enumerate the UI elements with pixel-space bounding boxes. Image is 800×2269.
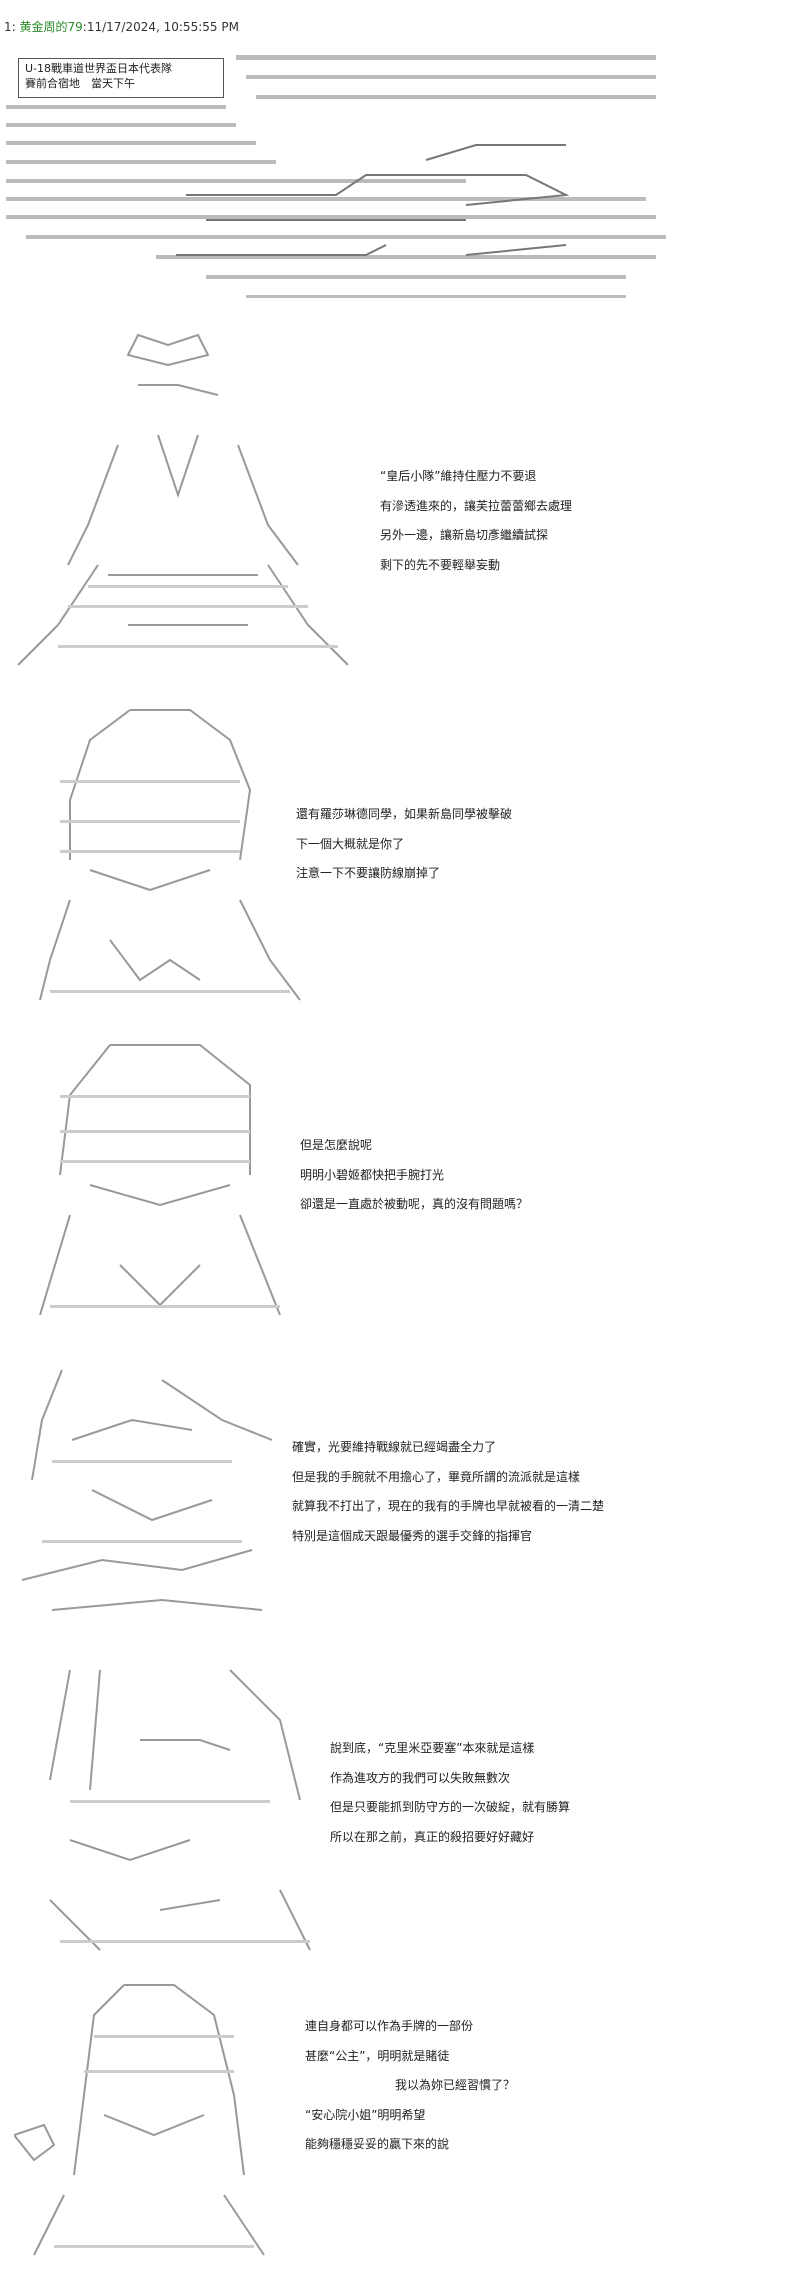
character-art-5 [40,1660,330,1960]
dialogue-line: 有滲透進來的，讓芙拉蕾蕾鄉去處理 [380,498,573,513]
character-art-3 [30,1035,300,1325]
dialogue-line: “安心院小姐”明明希望 [305,2107,426,2122]
scene-title-box: U-18戰車道世界盃日本代表隊 賽前合宿地 當天下午 [18,58,224,98]
dialogue-panel-6: 連自身都可以作為手牌的一部份 甚麼“公主”，明明就是賭徒 我以為妳已經習慣了？ … [305,2012,515,2160]
dialogue-panel-3: 但是怎麼說呢 明明小碧姬都快把手腕打光 卻還是一直處於被動呢，真的沒有問題嗎？ [300,1131,528,1220]
dialogue-line: 注意一下不要讓防線崩掉了 [296,866,441,880]
post-header: 1: 黄金周的79:11/17/2024, 10:55:55 PM [4,20,239,34]
dialogue-line: 甚麼“公主”，明明就是賭徒 [305,2048,450,2063]
dialogue-panel-2: 還有羅莎琳德同學，如果新島同學被擊破 下一個大概就是你了 注意一下不要讓防線崩掉… [296,800,512,889]
dialogue-line: 就算我不打出了，現在的我有的手牌也早就被看的一清二楚 [292,1499,605,1513]
dialogue-line: 特別是這個成天跟最優秀的選手交鋒的指揮官 [292,1528,533,1543]
dialogue-line: 說到底，“克里米亞要塞”本來就是這樣 [330,1741,535,1755]
dialogue-line: 確實，光要維持戰線就已經竭盡全力了 [292,1440,497,1454]
dialogue-line: 我以為妳已經習慣了？ [395,2078,516,2092]
tank-scene-art [6,45,671,300]
scene-title-line-2: 賽前合宿地 當天下午 [25,77,135,90]
character-art-4 [12,1360,302,1630]
dialogue-line: 但是怎麼說呢 [300,1138,373,1152]
post-number: 1 [4,20,12,34]
scene-title-line-1: U-18戰車道世界盃日本代表隊 [25,62,173,75]
dialogue-panel-1: “皇后小隊”維持住壓力不要退 有滲透進來的，讓芙拉蕾蕾鄉去處理 另外一邊，讓新島… [380,462,572,580]
dialogue-line: 所以在那之前，真正的殺招要好好藏好 [330,1829,535,1844]
dialogue-panel-4: 確實，光要維持戰線就已經竭盡全力了 但是我的手腕就不用擔心了，畢竟所謂的流派就是… [292,1433,604,1551]
character-art-1 [8,325,388,675]
post-datetime: :11/17/2024, 10:55:55 PM [82,20,239,34]
dialogue-line: 還有羅莎琳德同學，如果新島同學被擊破 [296,807,513,821]
post-author[interactable]: 黄金周的79 [19,20,83,34]
character-art-6 [14,1975,284,2260]
dialogue-line: 能夠穩穩妥妥的贏下來的說 [305,2137,450,2151]
dialogue-line: 卻還是一直處於被動呢，真的沒有問題嗎？ [300,1197,529,1211]
dialogue-line: “皇后小隊”維持住壓力不要退 [380,469,537,483]
dialogue-line: 另外一邊，讓新島切彥繼續試探 [380,528,549,542]
dialogue-line: 明明小碧姬都快把手腕打光 [300,1167,445,1182]
dialogue-line: 剩下的先不要輕舉妄動 [380,557,501,572]
dialogue-line: 連自身都可以作為手牌的一部份 [305,2019,474,2033]
dialogue-panel-5: 說到底，“克里米亞要塞”本來就是這樣 作為進攻方的我們可以失敗無數次 但是只要能… [330,1734,570,1852]
dialogue-line: 作為進攻方的我們可以失敗無數次 [330,1770,511,1785]
character-art-2 [30,700,310,1010]
dialogue-line: 但是只要能抓到防守方的一次破綻，就有勝算 [330,1800,571,1814]
dialogue-line: 但是我的手腕就不用擔心了，畢竟所謂的流派就是這樣 [292,1469,581,1484]
dialogue-line: 下一個大概就是你了 [296,836,405,851]
